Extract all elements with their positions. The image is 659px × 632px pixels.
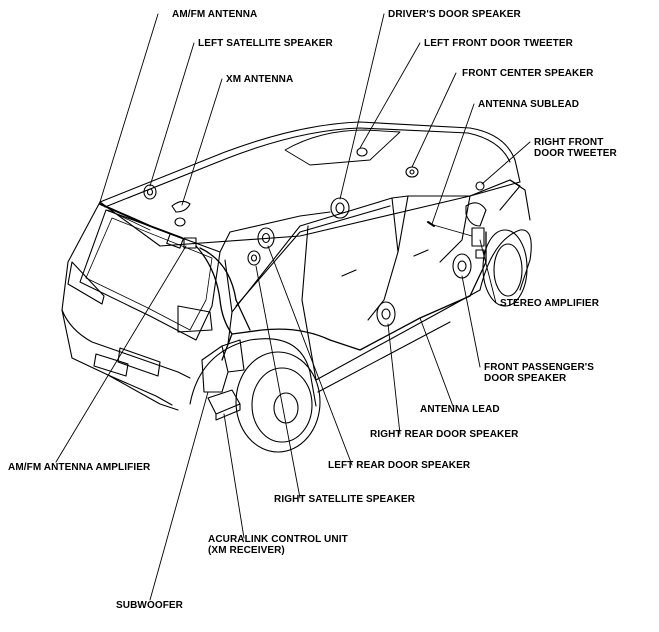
label-front-passengers-door-speaker-line2: DOOR SPEAKER [484, 373, 567, 384]
label-left-front-door-tweeter-text: LEFT FRONT DOOR TWEETER [424, 38, 573, 49]
label-antenna-lead-text: ANTENNA LEAD [420, 404, 500, 415]
label-right-rear-door-speaker: RIGHT REAR DOOR SPEAKER [370, 429, 518, 440]
label-front-center-speaker: FRONT CENTER SPEAKER [462, 68, 593, 79]
label-left-rear-door-speaker-text: LEFT REAR DOOR SPEAKER [328, 460, 471, 471]
label-acuralink-control-unit-line1: ACURALINK CONTROL UNIT [208, 534, 348, 545]
label-am-fm-antenna-amplifier: AM/FM ANTENNA AMPLIFIER [8, 462, 150, 473]
label-left-satellite-speaker-text: LEFT SATELLITE SPEAKER [198, 38, 333, 49]
label-antenna-sublead: ANTENNA SUBLEAD [478, 99, 579, 110]
label-am-fm-antenna: AM/FM ANTENNA [172, 9, 257, 20]
label-right-front-door-tweeter-line1: RIGHT FRONT [534, 137, 604, 148]
label-acuralink-control-unit: ACURALINK CONTROL UNIT (XM RECEIVER) [208, 534, 348, 556]
label-left-front-door-tweeter: LEFT FRONT DOOR TWEETER [424, 38, 573, 49]
label-left-satellite-speaker: LEFT SATELLITE SPEAKER [198, 38, 333, 49]
label-front-center-speaker-text: FRONT CENTER SPEAKER [462, 68, 594, 79]
label-antenna-sublead-text: ANTENNA SUBLEAD [478, 99, 580, 110]
label-am-fm-antenna-amplifier-text: AM/FM ANTENNA AMPLIFIER [8, 462, 151, 473]
wiring-harness [195, 221, 487, 361]
label-stereo-amplifier: STEREO AMPLIFIER [500, 298, 599, 309]
label-right-front-door-tweeter-line2: DOOR TWEETER [534, 148, 617, 159]
label-subwoofer-text: SUBWOOFER [116, 600, 184, 611]
label-drivers-door-speaker-text: DRIVER'S DOOR SPEAKER [388, 9, 521, 20]
leader-lines [55, 13, 531, 601]
label-left-rear-door-speaker: LEFT REAR DOOR SPEAKER [328, 460, 470, 471]
label-acuralink-control-unit-line2: (XM RECEIVER) [208, 545, 285, 556]
label-subwoofer: SUBWOOFER [116, 600, 183, 611]
label-stereo-amplifier-text: STEREO AMPLIFIER [500, 298, 600, 309]
label-am-fm-antenna-text: AM/FM ANTENNA [172, 9, 258, 20]
label-antenna-lead: ANTENNA LEAD [420, 404, 500, 415]
label-drivers-door-speaker: DRIVER'S DOOR SPEAKER [388, 9, 521, 20]
label-right-satellite-speaker-text: RIGHT SATELLITE SPEAKER [274, 494, 416, 505]
label-xm-antenna: XM ANTENNA [226, 74, 293, 85]
label-right-front-door-tweeter: RIGHT FRONT DOOR TWEETER [534, 137, 617, 159]
component-shapes [99, 147, 485, 421]
label-xm-antenna-text: XM ANTENNA [226, 74, 294, 85]
label-front-passengers-door-speaker-line1: FRONT PASSENGER'S [484, 362, 595, 373]
label-right-satellite-speaker: RIGHT SATELLITE SPEAKER [274, 494, 415, 505]
vehicle-outline [61, 121, 532, 453]
label-right-rear-door-speaker-text: RIGHT REAR DOOR SPEAKER [370, 429, 519, 440]
label-front-passengers-door-speaker: FRONT PASSENGER'S DOOR SPEAKER [484, 362, 594, 384]
